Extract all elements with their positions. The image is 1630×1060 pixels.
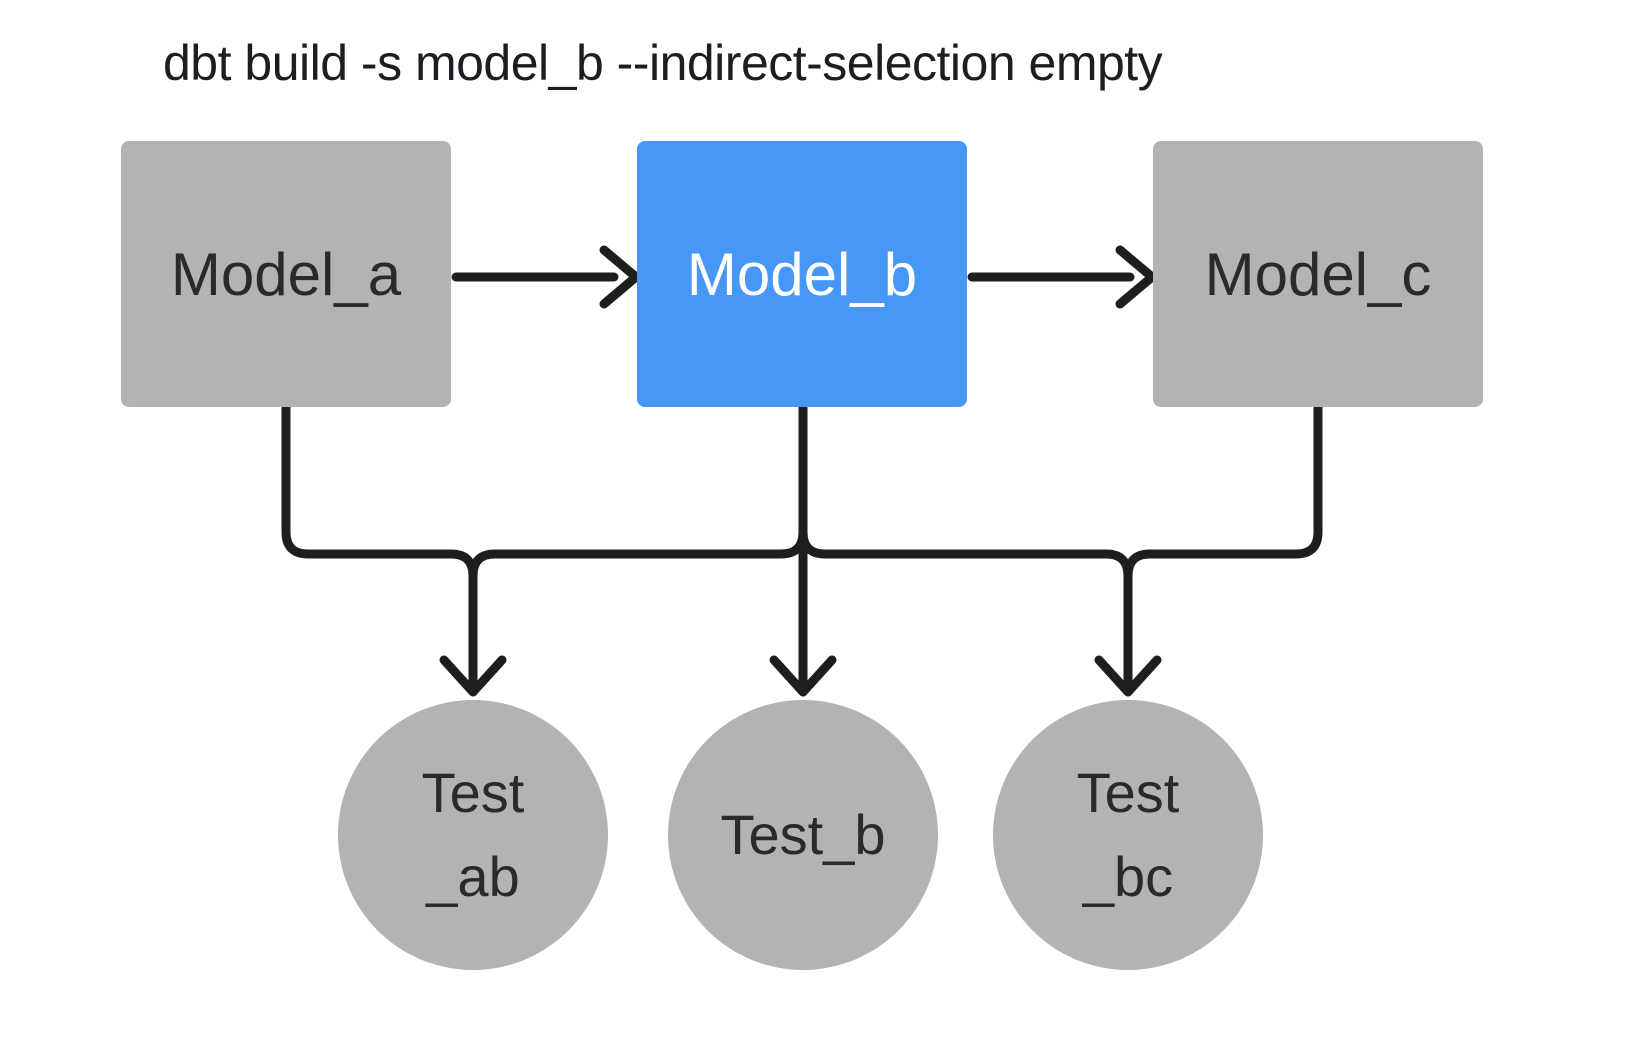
edge-model-c-to-test-bc <box>1123 402 1323 693</box>
model-c-label: Model_c <box>1204 240 1432 308</box>
edge-model-b-to-test-bc <box>798 402 1133 693</box>
model-c-node: Model_c <box>1153 141 1483 407</box>
test-ab-node: Test _ab <box>338 700 608 970</box>
test-ab-label-line2: _ab <box>426 845 520 908</box>
test-bc-label-line1: Test <box>1076 761 1180 824</box>
test-b-node: Test_b <box>668 700 938 970</box>
edge-model-a-to-test-ab <box>281 402 478 693</box>
test-bc-label-line2: _bc <box>1082 845 1174 908</box>
test-ab-label-line1: Test <box>421 761 525 824</box>
arrowhead-test-b <box>769 655 837 697</box>
model-b-label: Model_b <box>686 240 918 308</box>
arrowhead-model-b-to-model-c <box>1115 245 1157 309</box>
test-bc-node: Test _bc <box>993 700 1263 970</box>
diagram-title: dbt build -s model_b --indirect-selectio… <box>163 35 1163 91</box>
edge-model-b-to-test-ab <box>468 402 808 693</box>
test-b-label: Test_b <box>720 803 886 866</box>
arrowhead-test-bc <box>1094 655 1162 697</box>
model-a-label: Model_a <box>170 240 402 308</box>
model-b-node: Model_b <box>637 141 967 407</box>
arrowhead-test-ab <box>439 655 507 697</box>
model-a-node: Model_a <box>121 141 451 407</box>
arrowhead-model-a-to-model-b <box>599 245 641 309</box>
